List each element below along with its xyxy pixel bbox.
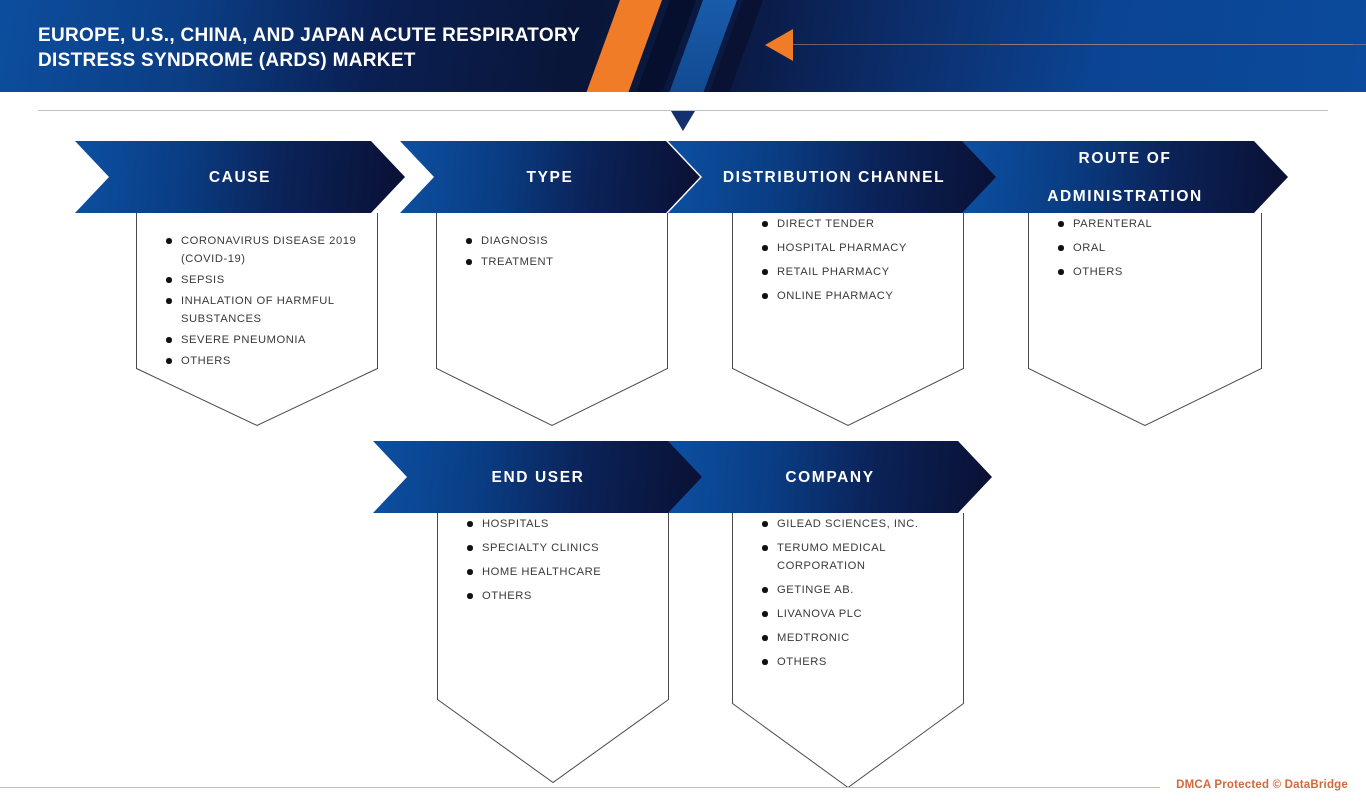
page-title-line-2: DISTRESS SYNDROME (ARDS) MARKET: [38, 50, 416, 71]
list-item: TREATMENT: [464, 253, 659, 271]
section-banner-label: TYPE: [526, 168, 574, 186]
section-banner-type[interactable]: TYPE: [400, 141, 700, 213]
list-item: OTHERS: [465, 587, 660, 605]
list-item: CORONAVIRUS DISEASE 2019 (COVID-19): [164, 232, 369, 268]
list-item: DIAGNOSIS: [464, 232, 659, 250]
panel-outline-distribution-channel: [732, 213, 964, 427]
panel-outline-type: [436, 213, 668, 427]
section-banner-label: ROUTE OF ADMINISTRATION: [1019, 149, 1231, 206]
list-item: RETAIL PHARMACY: [760, 263, 955, 281]
list-item: GETINGE AB.: [760, 581, 950, 599]
section-banner-distribution-channel[interactable]: DISTRIBUTION CHANNEL: [668, 141, 1000, 213]
panel-outline-cause: [136, 213, 378, 427]
list-item: LIVANOVA PLC: [760, 605, 950, 623]
header-thin-line: [1000, 44, 1366, 45]
section-panel-type: DIAGNOSIS TREATMENT: [436, 213, 668, 427]
footer-divider: [0, 787, 1160, 788]
section-list-route-of-administration: PARENTERAL ORAL OTHERS: [1056, 215, 1251, 287]
section-banner-label-line-2: ADMINISTRATION: [1047, 187, 1203, 205]
section-banner-label-line-1: ROUTE OF: [1078, 149, 1172, 167]
page-title: EUROPE, U.S., CHINA, AND JAPAN ACUTE RES…: [38, 23, 638, 73]
left-arrow-icon: [765, 29, 793, 61]
section-banner-label: DISTRIBUTION CHANNEL: [722, 168, 946, 186]
panel-outline-route-of-administration: [1028, 213, 1262, 427]
page-header: EUROPE, U.S., CHINA, AND JAPAN ACUTE RES…: [0, 0, 1366, 92]
list-item: HOSPITAL PHARMACY: [760, 239, 955, 257]
list-item: SEVERE PNEUMONIA: [164, 331, 369, 349]
list-item: OTHERS: [760, 653, 950, 671]
section-list-type: DIAGNOSIS TREATMENT: [464, 232, 659, 274]
footer-copyright: DMCA Protected © DataBridge: [1176, 779, 1348, 791]
list-item: SEPSIS: [164, 271, 369, 289]
list-item: INHALATION OF HARMFUL SUBSTANCES: [164, 292, 369, 328]
list-item: ONLINE PHARMACY: [760, 287, 955, 305]
section-panel-cause: CORONAVIRUS DISEASE 2019 (COVID-19) SEPS…: [136, 213, 378, 427]
page-title-line-1: EUROPE, U.S., CHINA, AND JAPAN ACUTE RES…: [38, 25, 581, 46]
list-item: DIRECT TENDER: [760, 215, 955, 233]
section-list-distribution-channel: DIRECT TENDER HOSPITAL PHARMACY RETAIL P…: [760, 215, 955, 311]
divider-triangle-icon: [671, 111, 695, 131]
section-banner-company[interactable]: COMPANY: [668, 441, 992, 513]
list-item: SPECIALTY CLINICS: [465, 539, 660, 557]
list-item: TERUMO MEDICAL CORPORATION: [760, 539, 950, 575]
panel-outline-end-user: [437, 513, 669, 784]
section-banner-route-of-administration[interactable]: ROUTE OF ADMINISTRATION: [962, 141, 1288, 213]
section-banner-cause[interactable]: CAUSE: [75, 141, 405, 213]
list-item: HOME HEALTHCARE: [465, 563, 660, 581]
section-banner-end-user[interactable]: END USER: [373, 441, 703, 513]
list-item: PARENTERAL: [1056, 215, 1251, 233]
section-banner-label: COMPANY: [785, 468, 875, 486]
list-item: MEDTRONIC: [760, 629, 950, 647]
section-panel-end-user: HOSPITALS SPECIALTY CLINICS HOME HEALTHC…: [437, 513, 669, 784]
section-banner-label: END USER: [491, 468, 585, 486]
section-list-company: GILEAD SCIENCES, INC. TERUMO MEDICAL COR…: [760, 515, 950, 677]
list-item: GILEAD SCIENCES, INC.: [760, 515, 950, 533]
section-panel-route-of-administration: PARENTERAL ORAL OTHERS: [1028, 213, 1262, 427]
header-divider: [38, 110, 1328, 111]
section-banner-label: CAUSE: [208, 168, 272, 186]
section-list-cause: CORONAVIRUS DISEASE 2019 (COVID-19) SEPS…: [164, 232, 369, 373]
section-panel-company: GILEAD SCIENCES, INC. TERUMO MEDICAL COR…: [732, 513, 964, 789]
list-item: OTHERS: [1056, 263, 1251, 281]
list-item: HOSPITALS: [465, 515, 660, 533]
list-item: ORAL: [1056, 239, 1251, 257]
section-panel-distribution-channel: DIRECT TENDER HOSPITAL PHARMACY RETAIL P…: [732, 213, 964, 427]
list-item: OTHERS: [164, 352, 369, 370]
section-list-end-user: HOSPITALS SPECIALTY CLINICS HOME HEALTHC…: [465, 515, 660, 611]
